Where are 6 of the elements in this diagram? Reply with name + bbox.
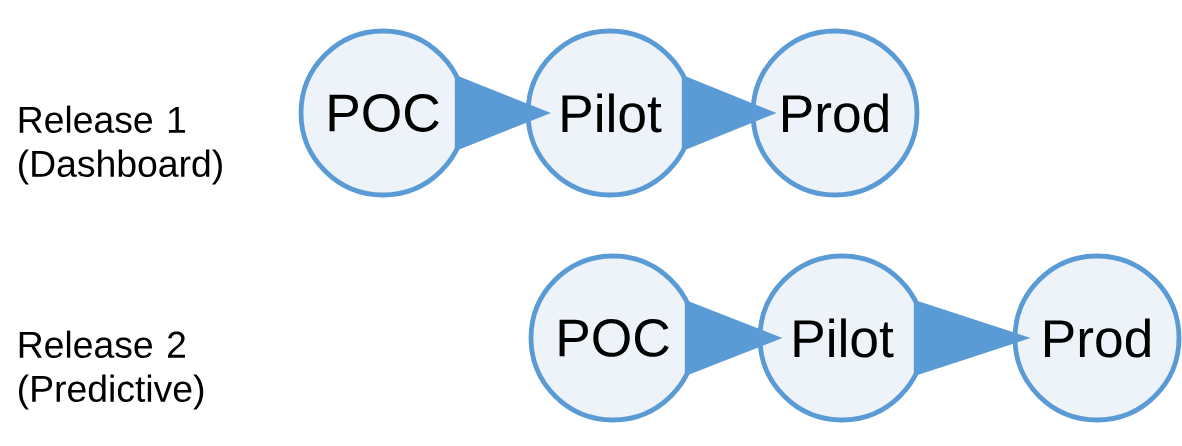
chevron-arrow [913,299,1031,377]
chevron-arrow [454,74,551,152]
release-label: Release 1 (Dashboard) [19,105,222,185]
release-label: Release 2 (Predictive) [19,330,204,410]
chevron-arrow [684,299,783,377]
chevron-arrow [681,74,777,152]
